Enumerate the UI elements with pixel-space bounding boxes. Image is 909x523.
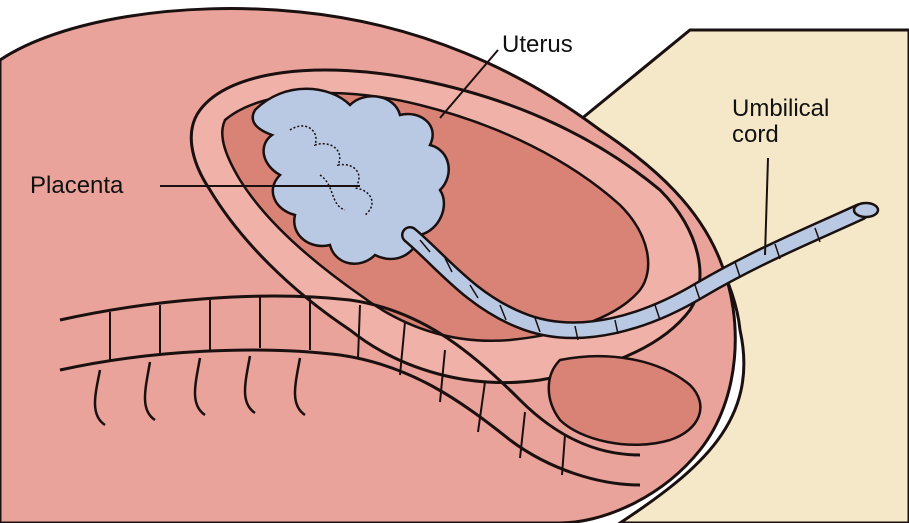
umbilical-cord-label-line1: Umbilical [732, 96, 829, 122]
uterus-label: Uterus [502, 32, 573, 58]
cord-clamp [854, 203, 878, 217]
umbilical-cord-label-line2: cord [732, 122, 829, 148]
placenta-label: Placenta [30, 173, 123, 199]
umbilical-cord-label: Umbilical cord [732, 96, 829, 148]
